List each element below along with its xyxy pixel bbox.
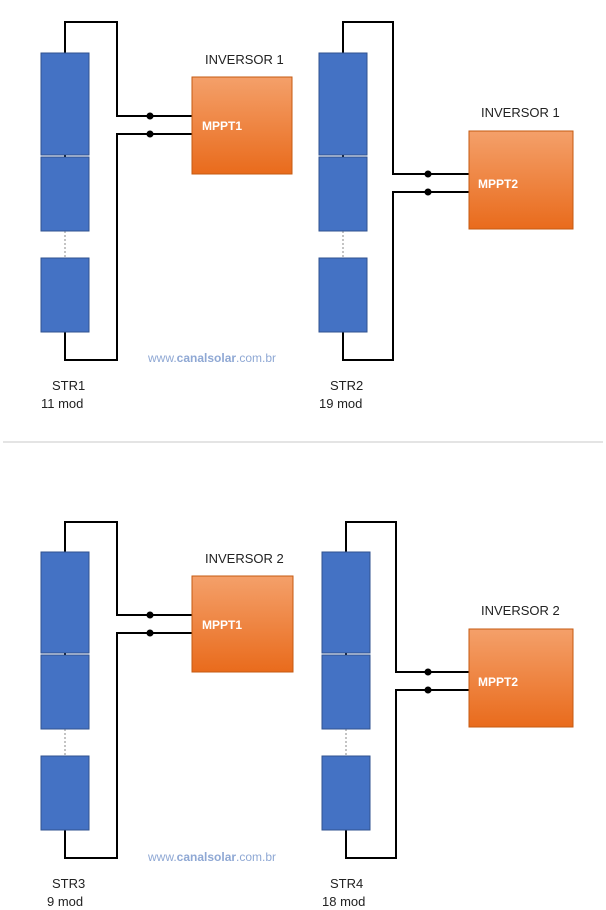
inverter-1-mppt1: INVERSOR 1 MPPT1 <box>191 52 293 175</box>
str1-module-1 <box>40 52 90 156</box>
mppt-label: MPPT1 <box>202 119 242 133</box>
section-2: STR3 9 mod INVERSOR 2 MPPT1 STR4 18 mod … <box>40 521 574 909</box>
str1-module-3 <box>40 257 90 333</box>
watermark: www.canalsolar.com.br <box>147 351 276 365</box>
str3-module-1 <box>40 551 90 654</box>
str3-module-count: 9 mod <box>47 894 83 909</box>
str1-module-count: 11 mod <box>41 396 83 411</box>
str1-positive-node <box>146 112 154 120</box>
mppt2-box <box>468 628 574 728</box>
inverter-2-mppt2: INVERSOR 2 MPPT2 <box>468 603 574 728</box>
str2-negative-node <box>424 188 432 196</box>
str4-module-1 <box>321 551 371 654</box>
str3-negative-node <box>146 629 154 637</box>
str4-negative-node <box>424 686 432 694</box>
section-1: STR1 11 mod INVERSOR 1 MPPT1 STR2 19 mod… <box>40 21 574 411</box>
str2-name-label: STR2 <box>330 378 363 393</box>
watermark: www.canalsolar.com.br <box>147 850 276 864</box>
mppt-label: MPPT2 <box>478 675 518 689</box>
str2-positive-node <box>424 170 432 178</box>
str2-module-1 <box>318 52 368 156</box>
str4-module-3 <box>321 755 371 831</box>
mppt1-box <box>191 575 294 673</box>
inverter-label: INVERSOR 1 <box>481 105 560 120</box>
str2-module-count: 19 mod <box>319 396 362 411</box>
mppt-label: MPPT2 <box>478 177 518 191</box>
str4-module-count: 18 mod <box>322 894 365 909</box>
str1-name-label: STR1 <box>52 378 85 393</box>
str1-negative-node <box>146 130 154 138</box>
inverter-label: INVERSOR 2 <box>481 603 560 618</box>
str4-module-2 <box>321 654 371 730</box>
string-str1: STR1 11 mod <box>40 21 192 411</box>
str2-module-3 <box>318 257 368 333</box>
string-str3: STR3 9 mod <box>40 521 192 909</box>
mppt1-box <box>191 76 293 175</box>
mppt-label: MPPT1 <box>202 618 242 632</box>
str2-module-2 <box>318 156 368 232</box>
inverter-label: INVERSOR 1 <box>205 52 284 67</box>
mppt2-box <box>468 130 574 230</box>
str3-positive-node <box>146 611 154 619</box>
inverter-2-mppt1: INVERSOR 2 MPPT1 <box>191 551 294 673</box>
string-str2: STR2 19 mod <box>318 21 469 411</box>
str4-positive-node <box>424 668 432 676</box>
str3-name-label: STR3 <box>52 876 85 891</box>
string-str4: STR4 18 mod <box>321 521 469 909</box>
str4-name-label: STR4 <box>330 876 363 891</box>
inverter-1-mppt2: INVERSOR 1 MPPT2 <box>468 105 574 230</box>
str3-module-3 <box>40 755 90 831</box>
inverter-label: INVERSOR 2 <box>205 551 284 566</box>
str1-module-2 <box>40 156 90 232</box>
str3-module-2 <box>40 654 90 730</box>
